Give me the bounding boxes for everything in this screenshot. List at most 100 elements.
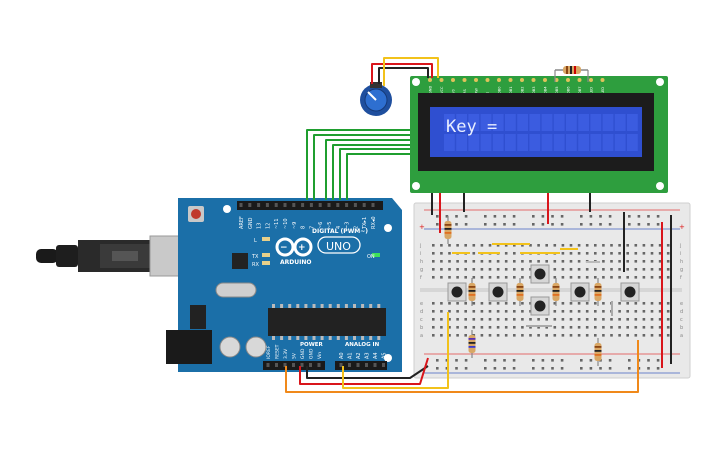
push-button[interactable] xyxy=(570,282,590,302)
resistor xyxy=(594,338,602,366)
row-letter: b xyxy=(680,325,683,331)
microcontroller-chip xyxy=(268,308,386,336)
lcd-pin-label: LED xyxy=(601,87,605,94)
lcd-pin-label: VCC xyxy=(440,86,444,94)
led-tx-label: TX xyxy=(251,254,259,260)
row-letter: i xyxy=(680,251,681,257)
power-pin-label: Vin xyxy=(317,352,323,359)
digital-header-label: DIGITAL (PWM~) xyxy=(312,228,368,235)
arduino-model: UNO xyxy=(326,240,351,253)
digital-pin-label: GND xyxy=(248,217,254,229)
digital-pin-label: ~5 xyxy=(327,222,333,229)
svg-text:+: + xyxy=(298,243,306,253)
power-pin-label: GND xyxy=(300,348,306,359)
row-letter: c xyxy=(680,317,683,323)
digital-pin-label: RX◂0 xyxy=(371,216,377,229)
push-button[interactable] xyxy=(530,296,550,316)
push-button[interactable] xyxy=(620,282,640,302)
led-l-label: L xyxy=(254,238,257,244)
push-button[interactable] xyxy=(447,282,467,302)
potentiometer[interactable] xyxy=(360,82,392,116)
wire-green-3 xyxy=(325,139,410,200)
row-letter: f xyxy=(680,275,682,281)
power-label: POWER xyxy=(300,342,324,348)
rail-plus-right: + xyxy=(679,223,685,231)
row-letter: g xyxy=(420,267,423,273)
resistor xyxy=(552,278,560,306)
lcd-pin-label: DB2 xyxy=(521,86,525,94)
row-letter: a xyxy=(680,333,683,339)
power-pin-label: GND xyxy=(309,348,315,359)
analog-label: ANALOG IN xyxy=(345,342,380,348)
lcd-pin-label: DB5 xyxy=(555,86,559,94)
digital-pin-label: ~3 xyxy=(345,222,351,229)
rail-plus-left: + xyxy=(419,223,425,231)
wire-pot-red xyxy=(371,63,433,84)
lcd-pin-label: DB7 xyxy=(578,86,582,94)
digital-pin-label: 7 xyxy=(309,226,315,229)
analog-pin-label: A1 xyxy=(348,352,354,359)
row-letter: f xyxy=(420,275,422,281)
lcd-pin-label: DB4 xyxy=(544,86,548,94)
row-letter: a xyxy=(420,333,423,339)
wires xyxy=(285,57,672,393)
digital-pin-label: 13 xyxy=(257,223,263,229)
digital-pin-label: ~10 xyxy=(283,218,289,229)
lcd-pin-label: E xyxy=(486,91,490,94)
row-letter: d xyxy=(680,309,683,315)
wire-arduino-5v xyxy=(299,357,429,385)
lcd-display-text: Key = xyxy=(446,117,497,137)
led-rx-label: RX xyxy=(252,262,259,268)
lcd-pin-label: LED xyxy=(590,87,594,94)
digital-pin-label: ~9 xyxy=(292,222,298,229)
digital-pin-label: TX▸1 xyxy=(362,217,368,230)
digital-pin-label: AREF xyxy=(239,216,245,229)
digital-pin-label: 2 xyxy=(353,226,359,229)
power-pin-label: 5V xyxy=(292,352,298,359)
power-jack xyxy=(166,330,212,364)
resistor xyxy=(468,330,476,358)
usb-cable xyxy=(36,235,183,277)
wire-green-1 xyxy=(306,129,410,200)
lcd-pin-label: DB6 xyxy=(567,86,571,94)
resistor xyxy=(594,278,602,306)
power-pin-label: IOREF xyxy=(266,345,272,359)
push-buttons xyxy=(447,264,640,316)
push-button[interactable] xyxy=(488,282,508,302)
wire-green-4 xyxy=(332,144,410,200)
lcd-pin-label: V0 xyxy=(452,89,456,94)
lcd-pin-label: DB1 xyxy=(509,86,513,94)
wire-arduino-orange xyxy=(285,340,639,393)
wire-green-2 xyxy=(313,134,410,200)
analog-pin-label: A2 xyxy=(356,352,362,359)
resistor xyxy=(468,278,476,306)
power-pin-label: 3.3V xyxy=(283,348,289,359)
row-letter: j xyxy=(419,243,421,249)
resistor xyxy=(516,278,524,306)
digital-pin-label: 12 xyxy=(265,223,271,229)
digital-pin-label: ~11 xyxy=(274,218,280,229)
analog-pin-label: A5 xyxy=(382,352,388,359)
arduino-logo-icon: − + xyxy=(275,237,313,257)
row-letter: h xyxy=(680,259,683,265)
lcd-pin-label: DB3 xyxy=(532,86,536,94)
row-letter: h xyxy=(420,259,423,265)
row-letter: e xyxy=(420,301,423,307)
wire-arduino-gnd xyxy=(306,365,429,379)
wire-arduino-a0 xyxy=(342,312,449,389)
wire-pot-yellow xyxy=(383,57,439,86)
board-resistors xyxy=(444,216,602,366)
lcd-pin-label: DB0 xyxy=(498,86,502,94)
row-letter: j xyxy=(679,243,681,249)
row-letter: c xyxy=(420,317,423,323)
row-letter: i xyxy=(420,251,421,257)
lcd-pin-label: RW xyxy=(475,88,479,94)
wire-green-6 xyxy=(346,153,410,200)
analog-pin-label: A3 xyxy=(365,352,371,359)
analog-pin-label: A4 xyxy=(373,352,379,359)
push-button[interactable] xyxy=(530,264,550,284)
lcd-pin-label: RS xyxy=(463,89,467,94)
